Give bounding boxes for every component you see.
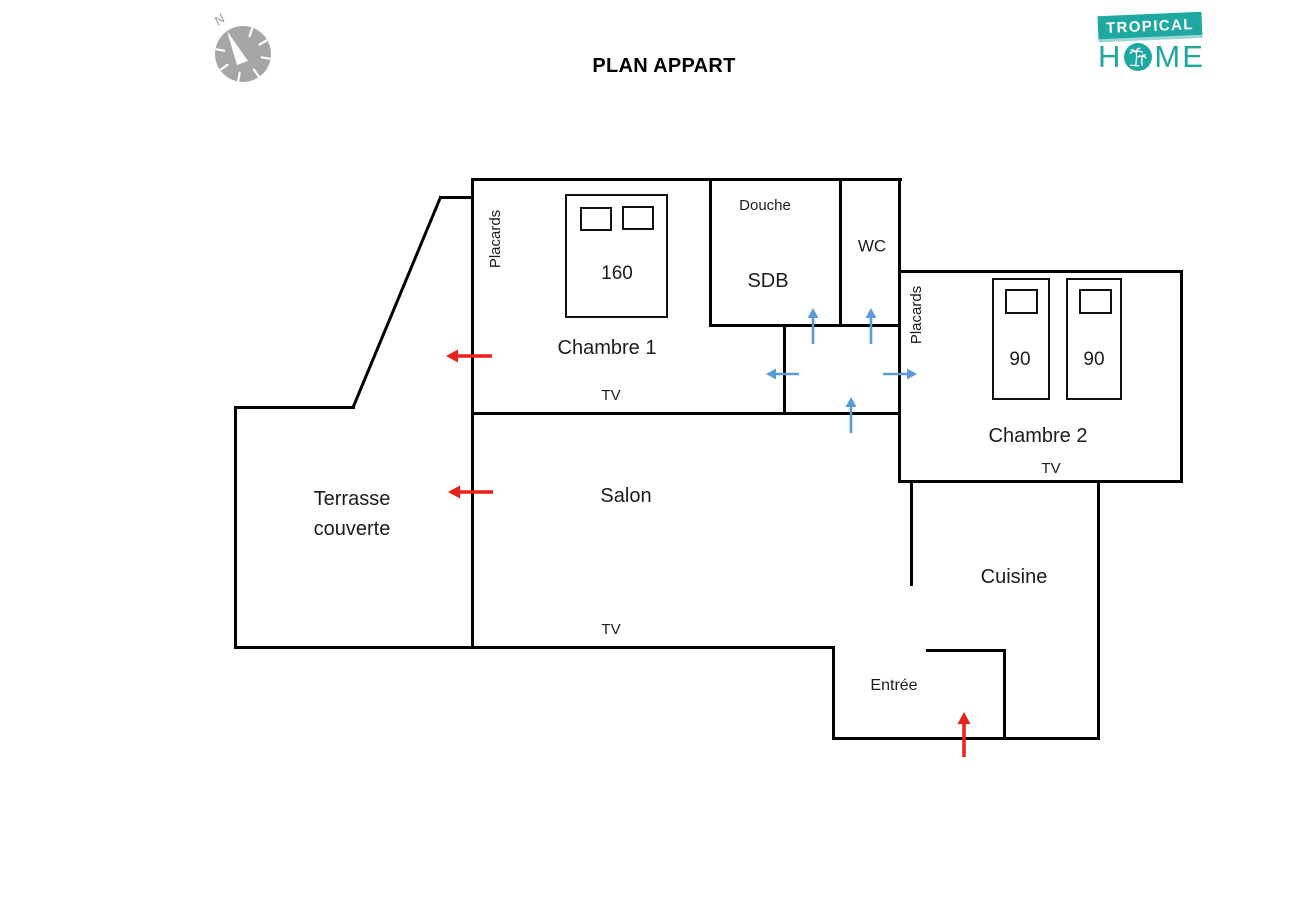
logo-letter-h: H: [1098, 39, 1123, 74]
wall-top-stub: [439, 196, 473, 199]
wall-chambre2-left: [898, 178, 901, 483]
wall-terrasse-diagonal: [351, 195, 443, 409]
bed-single-left-90: [992, 278, 1050, 400]
door-arrow-salon-to-hall: [845, 397, 857, 433]
room-label-chambre-1: Chambre 1: [557, 337, 657, 359]
wall-sdb-wc-bottom: [709, 324, 901, 327]
wall-chambre2-right: [1180, 270, 1183, 483]
wall-cuisine-right: [1097, 480, 1100, 740]
room-label-chambre-2: Chambre 2: [988, 425, 1088, 447]
door-arrow-sdb: [807, 308, 819, 344]
wall-sdb-wc-divider: [839, 178, 842, 327]
bed-size-label-160: 160: [601, 262, 633, 284]
page-title: PLAN APPART: [592, 55, 736, 77]
palm-tree-icon: [1124, 42, 1153, 71]
label-placards-chambre-1: Placards: [486, 209, 504, 269]
room-label-terrasse-couverte: Terrasse couverte: [313, 488, 391, 540]
wall-bottom-right: [832, 737, 1100, 740]
room-label-cuisine: Cuisine: [980, 566, 1048, 588]
door-arrow-salon-terrasse: [448, 485, 493, 499]
wall-chambre2-top: [898, 270, 1183, 273]
bed-size-label-90-right: 90: [1083, 348, 1105, 370]
room-label-salon: Salon: [600, 485, 652, 507]
bed-single-left-90-pillow: [1005, 289, 1038, 314]
wall-bottom-long: [234, 646, 835, 649]
wall-hall-left: [783, 324, 786, 415]
wall-chambre1-bottom: [471, 412, 901, 415]
wall-salon-cuisine-divider: [910, 480, 913, 586]
label-tv-salon: TV: [601, 620, 621, 638]
tropical-home-logo: TROPICAL H: [1097, 11, 1228, 72]
label-tv-chambre-2: TV: [1041, 459, 1061, 477]
label-tv-chambre-1: TV: [601, 386, 621, 404]
wall-terrasse-left: [234, 406, 237, 649]
entry-door-arrow: [957, 712, 971, 757]
wall-entree-right: [1003, 649, 1006, 740]
wall-top: [471, 178, 902, 181]
logo-home-text: H ME: [1098, 41, 1228, 72]
room-label-wc: WC: [857, 236, 887, 256]
label-entree: Entrée: [870, 677, 918, 694]
logo-letters-me: ME: [1154, 39, 1205, 74]
bed-size-label-90-left: 90: [1009, 348, 1031, 370]
bed-double-160-pillow: [622, 206, 654, 230]
door-arrow-hall-to-chambre-1: [766, 368, 799, 380]
wall-chambre2-bottom: [898, 480, 1183, 483]
wall-sdb-left: [709, 178, 712, 327]
wall-terrasse-top: [234, 406, 355, 409]
window-arrow-chambre-1: [446, 349, 492, 363]
label-placards-chambre-2: Placards: [907, 285, 925, 345]
label-douche: Douche: [739, 196, 791, 214]
door-arrow-hall-to-chambre-2: [883, 368, 917, 380]
room-label-sdb: SDB: [747, 270, 789, 292]
compass-icon: N: [211, 11, 271, 82]
bed-single-right-90-pillow: [1079, 289, 1112, 314]
door-arrow-wc: [865, 308, 877, 344]
wall-entree-top: [926, 649, 1006, 652]
wall-entree-left: [832, 646, 835, 740]
bed-double-160-pillow: [580, 207, 612, 231]
